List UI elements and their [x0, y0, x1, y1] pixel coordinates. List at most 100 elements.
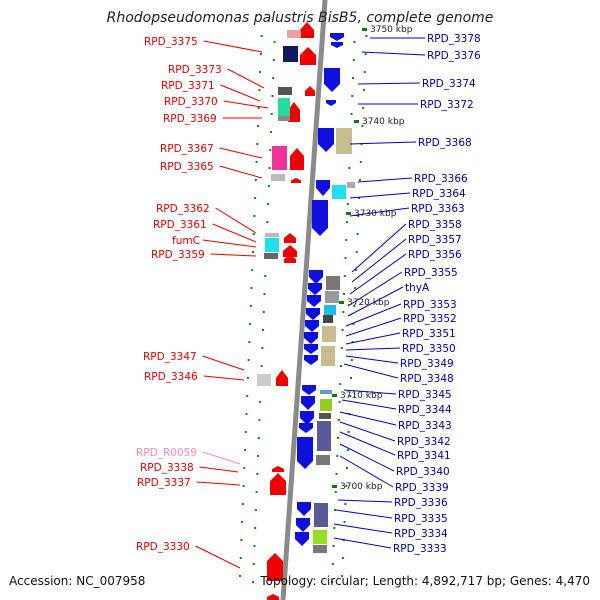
right-gene-label: RPD_3358 [408, 219, 462, 231]
track-dot [243, 467, 246, 469]
track-dot [334, 509, 337, 511]
tick-label: 3750 kbp [370, 25, 413, 35]
reverse-gene-arrow [304, 355, 318, 365]
forward-gene-arrow [284, 255, 296, 263]
forward-gene-arrow [300, 22, 314, 38]
right-gene-label: RPD_3345 [398, 389, 452, 401]
track-dot [346, 221, 349, 223]
right-label-leader-line [339, 443, 395, 472]
track-dot [248, 341, 251, 343]
left-gene-label: RPD_3346 [144, 371, 198, 383]
genome-axis [280, 0, 328, 600]
gene-feature-navy [283, 46, 298, 62]
right-label-leader-line [349, 207, 410, 217]
track-dot [261, 347, 264, 349]
right-label-leader-line [345, 317, 402, 337]
forward-gene-arrow [291, 178, 301, 183]
track-dot [257, 107, 260, 109]
right-gene-label: RPD_3376 [427, 50, 481, 62]
reverse-gene-arrow [309, 270, 323, 284]
track-dot [364, 53, 367, 55]
right-label-leader-line [339, 411, 397, 426]
reverse-gene-arrow [299, 423, 313, 433]
tick-mark [354, 120, 359, 123]
right-label-leader-line [343, 389, 397, 395]
track-dot [257, 455, 260, 457]
track-dot [257, 125, 259, 127]
reverse-gene-arrow [326, 100, 336, 106]
track-dot [343, 521, 346, 523]
gene-feature-khaki [321, 346, 335, 366]
right-gene-label: RPD_3352 [403, 313, 457, 325]
gene-feature-slate [317, 421, 331, 451]
left-gene-label: RPD_3369 [163, 113, 217, 125]
track-dot [352, 77, 355, 79]
left-label-leader-line [203, 375, 245, 381]
forward-gene-arrow [284, 233, 296, 243]
gene-feature-khaki [322, 326, 336, 342]
gene-feature-grey [313, 545, 327, 553]
track-dot [346, 449, 349, 451]
track-dot [345, 239, 348, 241]
track-dot [262, 311, 265, 313]
track-dot [336, 455, 339, 457]
track-dot [246, 395, 249, 397]
left-label-leader-line [196, 481, 241, 486]
track-dot [356, 233, 359, 235]
track-dot [332, 545, 335, 547]
right-gene-label: RPD_3353 [403, 299, 457, 311]
track-dot [346, 203, 349, 205]
track-dot [350, 377, 353, 379]
track-dot [339, 383, 342, 385]
reverse-gene-arrow [308, 283, 322, 295]
track-dot [353, 41, 356, 43]
left-label-leader-line [219, 165, 263, 179]
tick-mark [332, 394, 337, 397]
right-gene-label: RPD_3336 [394, 497, 448, 509]
track-dot [259, 53, 262, 55]
right-label-leader-line [337, 499, 393, 503]
track-dot [258, 89, 261, 91]
right-gene-label: RPD_3351 [402, 328, 456, 340]
track-dot [365, 35, 368, 37]
accession-label: Accession: NC_007958 [9, 574, 146, 588]
track-dot [259, 71, 262, 73]
track-dot [252, 233, 255, 235]
right-label-leader-line [349, 253, 407, 295]
right-gene-label: RPD_3339 [395, 482, 449, 494]
right-label-leader-line [333, 523, 393, 534]
right-gene-label: RPD_3340 [396, 466, 450, 478]
track-dot [350, 359, 353, 361]
right-gene-label: RPD_3349 [400, 358, 454, 370]
gene-feature-green [278, 98, 290, 116]
right-label-leader-line [351, 238, 407, 283]
right-gene-label: RPD_3341 [397, 450, 451, 462]
forward-gene-arrow [267, 553, 283, 581]
right-label-leader-line [361, 51, 426, 56]
right-gene-label: RPD_3366 [414, 173, 468, 185]
left-label-leader-line [220, 84, 261, 102]
gene-feature-grey [325, 291, 339, 303]
track-dot [270, 131, 272, 133]
forward-gene-arrow [300, 47, 316, 65]
track-dot [345, 467, 348, 469]
tick-mark [339, 301, 344, 304]
reverse-gene-arrow [318, 128, 334, 152]
right-gene-label: RPD_3368 [418, 137, 472, 149]
track-dot [345, 485, 348, 487]
track-dot [270, 113, 273, 115]
left-gene-label: fumC [172, 235, 200, 247]
track-dot [272, 77, 275, 79]
track-dot [362, 89, 365, 91]
track-dot [331, 581, 334, 583]
track-dot [359, 161, 362, 163]
track-dot [251, 269, 254, 271]
track-dot [247, 359, 250, 361]
right-gene-label: RPD_3335 [394, 513, 448, 525]
right-gene-label: RPD_3356 [408, 249, 462, 261]
track-dot [273, 41, 276, 43]
track-dot [257, 437, 260, 439]
track-dot [256, 473, 259, 475]
left-gene-label: RPD_3371 [161, 80, 215, 92]
left-gene-label: RPD_3361 [153, 219, 207, 231]
